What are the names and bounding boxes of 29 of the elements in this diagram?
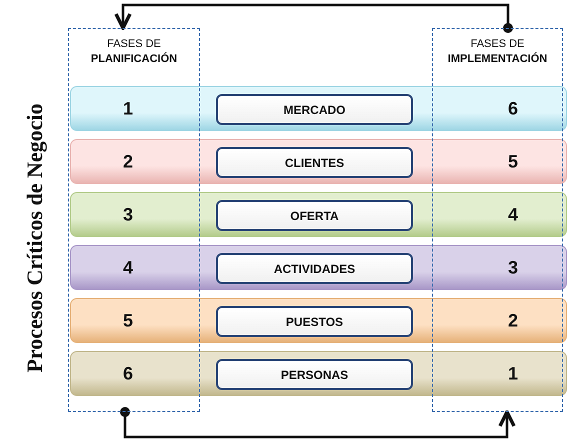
phase-number: 3 <box>123 204 134 225</box>
row-band <box>70 139 567 184</box>
row-band <box>70 298 567 343</box>
row-band <box>70 245 567 290</box>
group-heading: FASES DE IMPLEMENTACIÓN <box>446 37 548 67</box>
phase-number: 5 <box>123 310 134 331</box>
connector-arrow <box>120 407 516 438</box>
row-band <box>70 86 567 131</box>
process-box: PERSONAS <box>216 359 413 390</box>
process-box: CLIENTES <box>216 147 413 178</box>
process-box: ACTIVIDADES <box>216 253 413 284</box>
phase-number: 4 <box>508 204 518 225</box>
process-box: MERCADO <box>216 94 413 125</box>
vertical-axis-title: Procesos Críticos de Negocio <box>22 103 48 373</box>
process-box: PUESTOS <box>216 306 413 337</box>
phase-number: 1 <box>123 98 134 119</box>
phase-number: 5 <box>508 151 518 172</box>
connector-arrow <box>114 4 513 33</box>
row-band <box>70 192 567 237</box>
phase-number: 1 <box>508 363 518 384</box>
phase-number: 3 <box>508 257 518 278</box>
phase-number: 6 <box>123 363 134 384</box>
row-band <box>70 351 567 396</box>
process-box: OFERTA <box>216 200 413 231</box>
phase-number: 2 <box>123 151 134 172</box>
phase-number: 6 <box>508 98 518 119</box>
group-heading: FASES DE PLANIFICACIÓN <box>90 37 178 67</box>
phase-number: 4 <box>123 257 134 278</box>
phase-number: 2 <box>508 310 518 331</box>
